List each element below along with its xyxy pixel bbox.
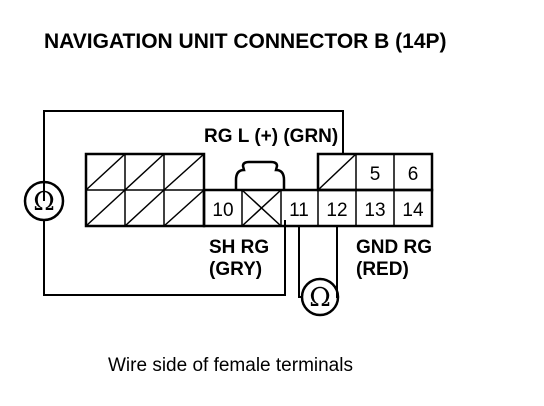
- pin-11: 11: [289, 200, 309, 221]
- bottom-ohm-symbol: Ω: [309, 283, 331, 313]
- diagram-title: NAVIGATION UNIT CONNECTOR B (14P): [44, 30, 447, 53]
- pin-5: 5: [370, 164, 381, 185]
- locking-tab: [234, 160, 286, 190]
- rg-l-label: RG L (+) (GRN): [204, 126, 338, 147]
- left-meter-wiring: [43, 110, 344, 296]
- pin-14: 14: [402, 200, 424, 221]
- gnd-rg-label: GND RG: [356, 237, 432, 258]
- bottom-ohmmeter-icon: Ω: [300, 277, 340, 317]
- sh-rg-color-label: (GRY): [209, 259, 262, 280]
- sh-rg-label: SH RG: [209, 237, 269, 258]
- left-ohmmeter-icon: Ω: [23, 180, 65, 222]
- gnd-rg-color-label: (RED): [356, 259, 409, 280]
- pin-13: 13: [364, 200, 385, 221]
- pin-6: 6: [408, 164, 419, 185]
- left-ohm-symbol: Ω: [33, 187, 55, 217]
- pin-12: 12: [326, 200, 347, 221]
- connector-body: [84, 152, 434, 228]
- diagram-caption: Wire side of female terminals: [108, 355, 353, 376]
- pin-10: 10: [212, 200, 233, 221]
